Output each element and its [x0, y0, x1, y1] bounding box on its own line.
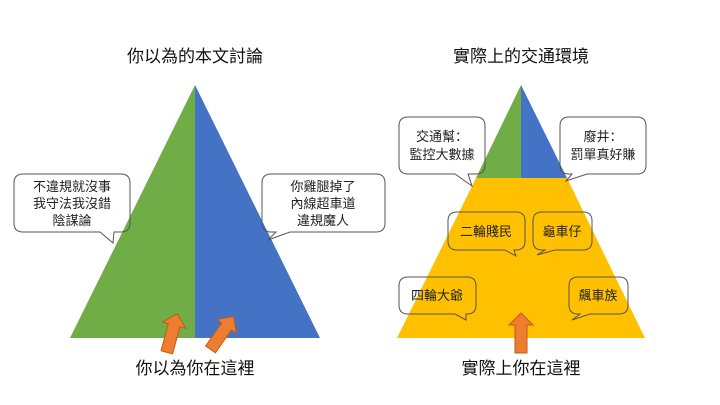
speech-bubble-traffic-gang: [398, 116, 486, 188]
speech-bubble-fei-jing: [559, 116, 647, 183]
right-title: 實際上的交通環境: [453, 47, 589, 67]
speech-bubble-scooter: [447, 211, 526, 258]
left-title: 你以為的本文討論: [127, 47, 263, 67]
bubble-text: 罰單真好賺: [570, 147, 635, 163]
speech-bubble-racer: [568, 276, 629, 321]
right-pyramid-blue: [521, 85, 567, 178]
left-pyramid-green: [70, 85, 195, 338]
right-pyramid-yellow: [397, 178, 645, 338]
bubble-text: 龜車仔: [542, 225, 581, 240]
speech-bubble-car: [398, 276, 477, 321]
bubble-text: 二輪賤民: [460, 224, 512, 240]
speech-bubble-violator: [261, 173, 386, 241]
bubble-text: 我守法我沒錯: [33, 197, 111, 212]
bubble-text: 交通幫：: [416, 129, 468, 145]
right-pyramid-green: [476, 85, 521, 178]
bubble-text: 陰謀論: [52, 213, 91, 229]
bubble-text: 不違規就沒事: [33, 180, 111, 195]
bubble-text: 廢井：: [583, 130, 622, 145]
bubble-text: 違規魔人: [297, 214, 349, 229]
bubble-text: 內線超車道: [290, 196, 355, 212]
up-arrow-icon: [160, 312, 187, 355]
bubble-text: 監控大數據: [409, 147, 474, 163]
left-caption: 你以為你在這裡: [136, 359, 255, 379]
bubble-text: 飆車族: [578, 288, 617, 304]
speech-bubble-law-abiding: [13, 173, 131, 245]
bubble-text: 你雞腿掉了: [290, 180, 355, 195]
right-caption: 實際上你在這裡: [462, 359, 581, 379]
up-arrow-icon: [507, 312, 535, 354]
up-arrow-icon: [204, 316, 238, 354]
speech-bubble-turtle: [532, 211, 593, 256]
left-pyramid-blue: [195, 85, 320, 338]
bubble-text: 四輪大爺: [411, 288, 463, 304]
